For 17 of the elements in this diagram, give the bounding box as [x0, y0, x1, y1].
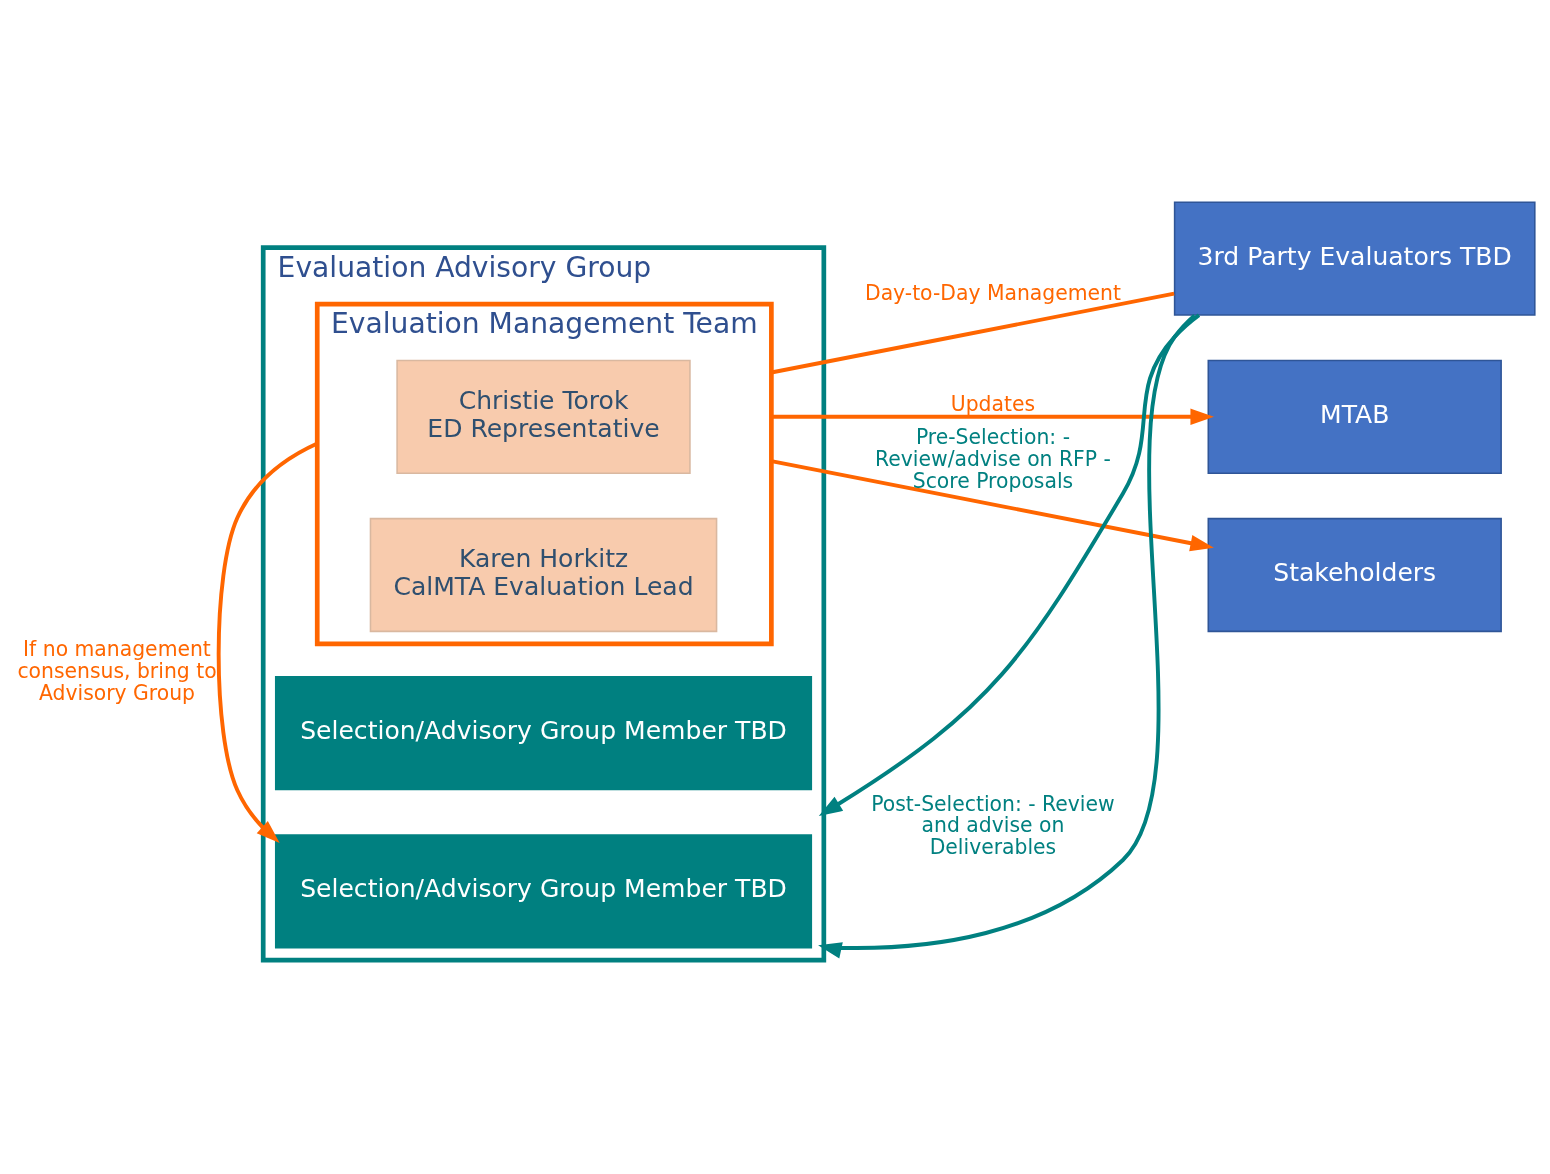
node-box: Christie Torok ED Representative [396, 359, 691, 474]
edge-label: Pre-Selection: - Review/advise on RFP - Score Proposals [875, 424, 1111, 493]
arrow [771, 408, 1214, 425]
connector [771, 291, 1175, 374]
edge-label: Day-to-Day Management [864, 280, 1121, 305]
edge-label: If no management consensus, bring to Advisory Group [17, 636, 217, 705]
arrow [818, 313, 1201, 816]
node-box: Selection/Advisory Group Member TBD [274, 675, 813, 790]
arrow [771, 458, 1214, 551]
node-box: Karen Horkitz CalMTA Evaluation Lead [369, 517, 718, 632]
edge-label: Updates [950, 391, 1036, 416]
node-box: Stakeholders [1207, 517, 1502, 632]
edge-label: Post-Selection: - Review and advise on Deliverables [871, 791, 1115, 859]
node-box: 3rd Party Evaluators TBD [1173, 200, 1536, 316]
node-box: Selection/Advisory Group Member TBD [274, 833, 813, 948]
node-box: MTAB [1207, 359, 1502, 474]
arrow [818, 313, 1196, 958]
